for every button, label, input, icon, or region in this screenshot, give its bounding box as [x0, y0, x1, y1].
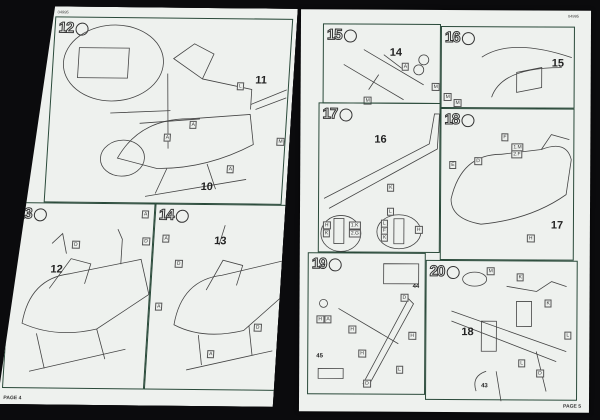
part-label: H — [408, 331, 416, 340]
assembly-number: 13 — [213, 235, 227, 248]
assembly-number: 11 — [254, 74, 268, 87]
part-label: D — [72, 241, 80, 249]
step-12-panel: 12 11 10 L A A M A — [44, 16, 294, 204]
assembly-number: 45 — [316, 353, 323, 360]
part-label: 1.K — [348, 221, 361, 230]
page-number: PAGE 4 — [3, 395, 22, 402]
helicopter-cockpit-drawing — [45, 17, 295, 205]
step-18-panel: 18 17 F 1.M 2.F E D H — [439, 107, 575, 261]
part-label: D — [474, 157, 482, 166]
part-label: H — [348, 325, 357, 334]
assembly-number: 44 — [412, 283, 420, 290]
assembly-number: 16 — [374, 133, 387, 146]
part-label: K — [380, 233, 389, 242]
part-label: 2.G — [348, 229, 361, 238]
part-label: M — [486, 267, 495, 276]
part-label: L — [237, 82, 244, 90]
helicopter-body-drawing — [3, 203, 157, 390]
step-17-panel: 17 16 K L 1.K 2.G H K L F K H — [317, 102, 441, 253]
assembly-number: 15 — [551, 57, 565, 70]
part-label: L — [386, 207, 394, 216]
part-label: H — [414, 225, 423, 234]
part-label: H — [322, 221, 331, 230]
part-label: L — [564, 331, 572, 340]
part-label: A — [155, 303, 163, 311]
step-16-panel: 16 15 M — [440, 25, 575, 109]
part-label: 2.F — [511, 150, 523, 159]
part-label: K — [516, 273, 525, 282]
part-label: D — [536, 369, 544, 378]
assembly-number: 17 — [550, 219, 564, 232]
step-14-panel: 14 13 D A D A — [144, 204, 288, 391]
instruction-page-left: 04995 12 11 10 L A A M A 13 12 A D D A — [0, 6, 298, 407]
helicopter-body-drawing — [145, 205, 289, 392]
kit-code: 04995 — [567, 13, 580, 19]
part-label: K — [322, 229, 331, 238]
part-label: L — [518, 359, 526, 368]
assembly-number: 43 — [481, 383, 488, 390]
part-label: A — [189, 121, 197, 129]
part-label: H — [358, 349, 366, 358]
part-label: D — [175, 260, 183, 268]
part-label: A — [207, 350, 215, 358]
assembly-number: 10 — [200, 180, 214, 194]
part-label: H — [316, 315, 325, 324]
part-label: E — [449, 161, 457, 170]
assembly-number: 18 — [461, 326, 474, 339]
part-label: A — [142, 210, 150, 218]
step-13-panel: 13 12 A D D A — [2, 202, 156, 389]
assembly-number: 12 — [50, 263, 64, 276]
part-label: H — [526, 234, 535, 243]
step-19-panel: 19 44 45 H A H H L H D D — [307, 252, 426, 395]
part-label: M — [453, 99, 462, 108]
part-label: A — [226, 165, 234, 173]
part-label: A — [324, 315, 332, 324]
part-label: D — [142, 237, 150, 245]
part-label: A — [163, 134, 171, 142]
part-label: F — [501, 133, 509, 142]
part-label: M — [431, 82, 440, 91]
assembly-number: 14 — [389, 46, 403, 59]
part-label: K — [387, 183, 395, 192]
part-label: D — [363, 379, 371, 388]
kit-code: 04995 — [57, 9, 69, 15]
step-20-panel: 20 18 43 M K K L L D — [425, 259, 578, 402]
part-label: D — [400, 293, 409, 302]
part-label: L — [396, 365, 403, 374]
part-label: D — [254, 324, 262, 332]
part-label: A — [401, 62, 410, 71]
part-label: K — [544, 299, 552, 308]
page-number: PAGE 5 — [562, 403, 581, 410]
part-label: M — [276, 138, 285, 146]
step-15-panel: 15 14 A M M M — [322, 23, 452, 105]
instruction-page-right: 04995 15 14 A M M M 16 15 M 17 16 K L 1.… — [298, 9, 592, 413]
